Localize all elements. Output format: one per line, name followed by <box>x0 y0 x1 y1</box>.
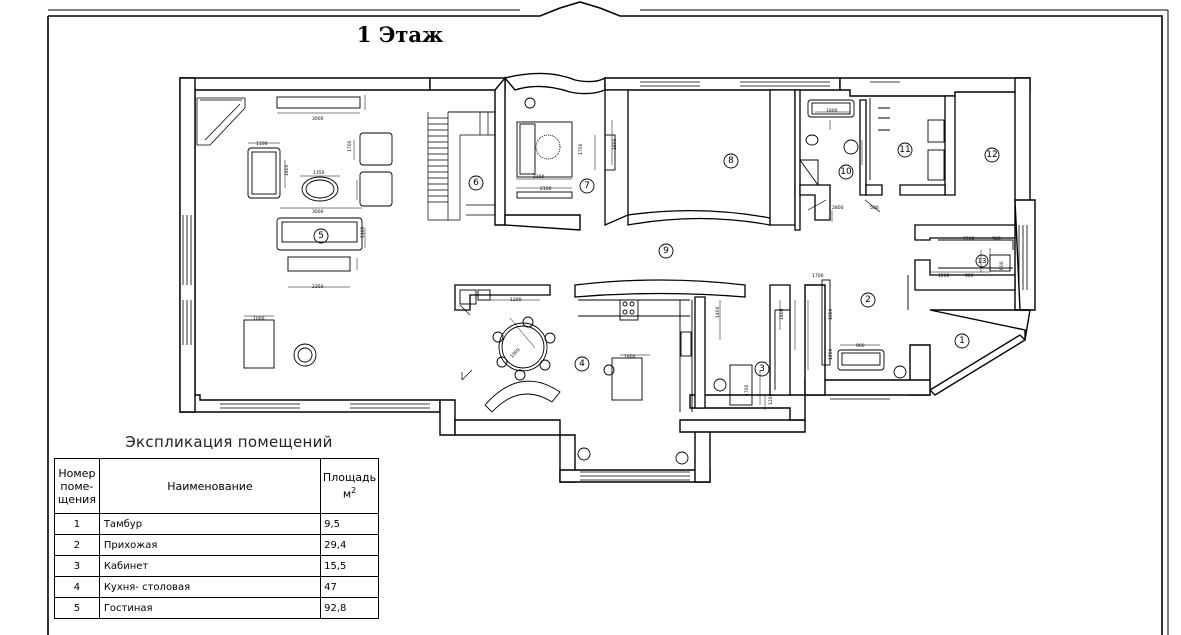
doors <box>459 199 881 381</box>
dimension-label: 1600 <box>612 138 618 150</box>
dimension-label: 1000 <box>253 316 265 322</box>
room-marker-10: 10 <box>840 167 852 177</box>
dimension-label: 1800 <box>284 164 290 176</box>
room-marker-3: 3 <box>759 364 765 374</box>
explication-heading: Экспликация помещений <box>125 433 333 451</box>
row-number: 2 <box>54 534 100 556</box>
row-name: Кабинет <box>98 555 322 577</box>
table-row: 4 Кухня- столовая 47 <box>54 576 379 598</box>
dimension-texts: 3000 1100 1350 1700 1800 3000 1100 2350 … <box>253 108 1005 405</box>
dimension-label: 1400 <box>715 306 721 318</box>
room-marker-labels: 1 2 3 4 5 6 7 8 9 10 11 12 13 <box>318 145 998 374</box>
exterior-walls <box>179 72 1036 483</box>
room-marker-9: 9 <box>663 246 669 256</box>
dimension-lines <box>244 95 1010 430</box>
dimension-label: 1200 <box>828 348 834 360</box>
table-row: 1 Тамбур 9,5 <box>54 513 379 535</box>
row-number: 3 <box>54 555 100 577</box>
dimension-label: 900 <box>856 343 865 349</box>
row-name: Кухня- столовая <box>98 576 322 598</box>
dimension-label: 800 <box>999 261 1005 270</box>
kitchen-furniture <box>459 289 693 465</box>
room-marker-1: 1 <box>959 336 965 346</box>
bathroom-fixtures <box>799 98 945 186</box>
dimension-label: 900 <box>965 273 974 279</box>
floor-title: 1 Этаж <box>356 22 444 47</box>
row-number: 1 <box>54 513 100 535</box>
row-name: Тамбур <box>98 513 322 535</box>
dimension-label: 1200 <box>768 393 774 405</box>
dimension-label: 1700 <box>347 140 353 152</box>
staircase <box>427 111 496 221</box>
col-area-header: Площадь м2 <box>320 458 379 514</box>
dimension-label: 1700 <box>744 384 750 396</box>
dimension-label: 2800 <box>832 205 844 211</box>
row-name: Гостиная <box>98 597 322 619</box>
dimension-label: 500 <box>870 205 879 211</box>
interior-walls <box>454 89 1016 409</box>
row-number: 4 <box>54 576 100 598</box>
dimension-label: 3000 <box>312 209 324 215</box>
room-marker-8: 8 <box>728 156 734 166</box>
sheet-frame <box>47 1 1169 635</box>
col-number-header: Номер поме- щения <box>54 458 100 514</box>
room-marker-4: 4 <box>579 359 585 369</box>
row-area: 9,5 <box>320 513 379 535</box>
room-markers <box>313 142 1000 377</box>
table-row: 2 Прихожая 29,4 <box>54 534 379 556</box>
dimension-label: 1100 <box>256 141 268 147</box>
room-marker-11: 11 <box>899 145 910 155</box>
table-row: 5 Гостиная 92,8 <box>54 597 379 619</box>
room-marker-5: 5 <box>318 231 324 241</box>
room-marker-6: 6 <box>473 178 479 188</box>
row-name: Прихожая <box>98 534 322 556</box>
dimension-label: 1200 <box>510 297 522 303</box>
dimension-label: 2100 <box>540 186 552 192</box>
row-number: 5 <box>54 597 100 619</box>
dimension-label: 1000 <box>509 347 521 359</box>
dimension-label: 1600 <box>828 308 834 320</box>
dimension-label: 900 <box>992 236 1001 242</box>
dimension-label: 1700 <box>812 273 824 279</box>
row-area: 47 <box>320 576 379 598</box>
explication-header-row: Номер поме- щения Наименование Площадь м… <box>54 458 379 514</box>
row-area: 92,8 <box>320 597 379 619</box>
dimension-label: 2100 <box>533 174 545 180</box>
explication-table: Номер поме- щения Наименование Площадь м… <box>54 458 379 619</box>
dimension-label: 2350 <box>312 284 324 290</box>
bedroom-furniture <box>516 97 616 199</box>
dimension-label: 1800 <box>826 108 838 114</box>
dimension-label: 1350 <box>313 170 325 176</box>
dimension-label: 1800 <box>624 354 636 360</box>
dimension-label: 1200 <box>938 273 950 279</box>
windows <box>182 77 1028 481</box>
corner-stair <box>196 97 246 146</box>
dimension-label: 1200 <box>963 236 975 242</box>
row-area: 29,4 <box>320 534 379 556</box>
living-room-furniture <box>243 96 393 369</box>
room-marker-13: 13 <box>978 257 987 265</box>
room-marker-7: 7 <box>584 181 590 191</box>
room-marker-2: 2 <box>865 295 871 305</box>
dimension-label: 1100 <box>360 226 366 238</box>
col-name-header: Наименование <box>98 458 322 514</box>
row-area: 15,5 <box>320 555 379 577</box>
dimension-label: 3000 <box>312 116 324 122</box>
table-row: 3 Кабинет 15,5 <box>54 555 379 577</box>
room-marker-12: 12 <box>986 150 997 160</box>
dimension-label: 1800 <box>779 308 785 320</box>
dimension-label: 1700 <box>578 143 584 155</box>
